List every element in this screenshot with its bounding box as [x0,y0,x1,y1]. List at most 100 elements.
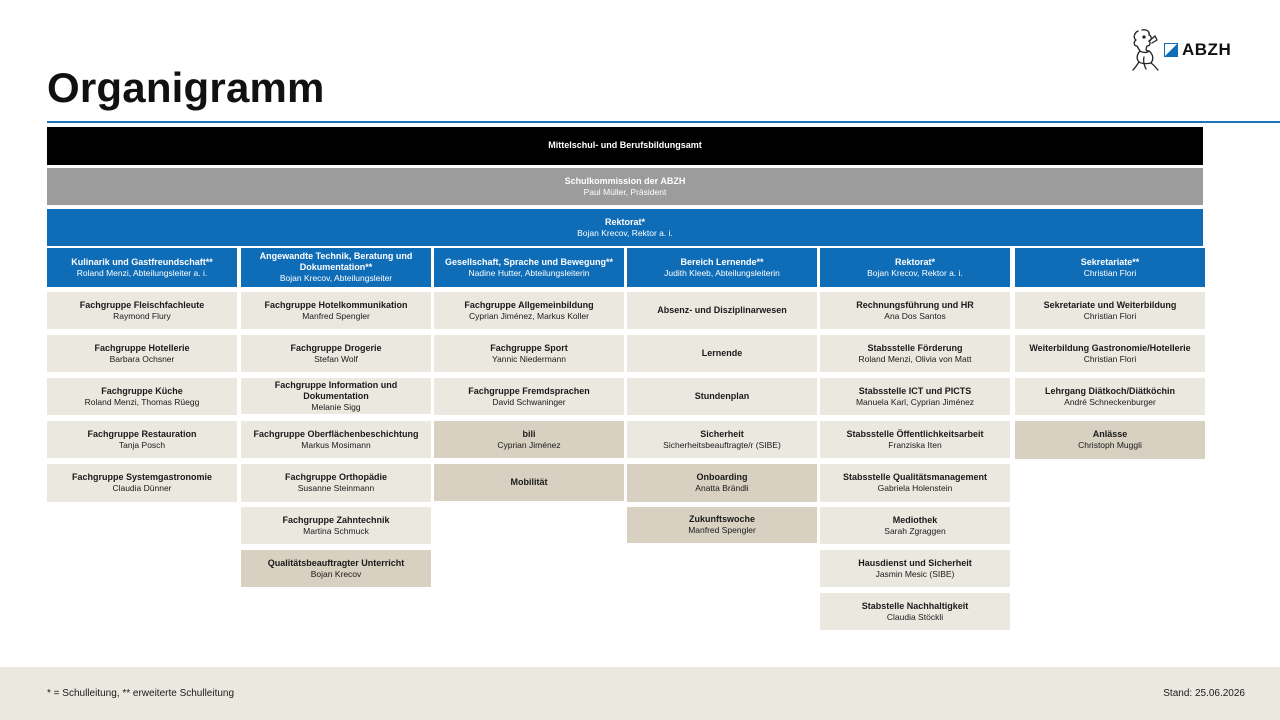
box-subtitle: Martina Schmuck [303,525,369,536]
box-subtitle: Susanne Steinmann [297,483,375,494]
box-title: Fachgruppe Zahntechnik [282,514,390,525]
org-unit-box: Lernende [627,335,817,372]
org-unit-box: Fachgruppe Information und Dokumentation… [241,378,431,414]
box-subtitle: Claudia Stöckli [886,611,944,622]
box-subtitle: Roland Menzi, Olivia von Matt [858,353,972,364]
box-subtitle: Christian Flori [1083,267,1137,278]
logo-text: ABZH [1182,40,1232,59]
footer: * = Schulleitung, ** erweiterte Schullei… [0,667,1280,720]
box-subtitle: Stefan Wolf [314,353,358,364]
box-subtitle: Barbara Ochsner [109,353,175,364]
box-subtitle: Cyprian Jiménez, Markus Koller [469,310,589,321]
box-title: Hausdienst und Sicherheit [858,557,972,568]
box-subtitle: Yannic Niedermann [491,353,567,364]
box-subtitle: Roland Menzi, Abteilungsleiter a. i. [76,267,208,278]
box-subtitle: Cyprian Jiménez [497,439,561,450]
box-title: Stabsstelle Öffentlichkeitsarbeit [846,428,984,439]
band-title: Schulkommission der ABZH [564,175,686,186]
box-title: Stabsstelle ICT und PICTS [858,385,972,396]
box-subtitle: Manfred Spengler [302,310,370,321]
box-title: Anlässe [1092,429,1128,440]
abzh-logo: ABZH [1128,26,1240,74]
box-title: Fachgruppe Systemgastronomie [71,472,213,483]
box-title: Lehrgang Diätkoch/Diätköchin [1044,385,1176,396]
box-title: Fachgruppe Küche [101,385,183,396]
box-title: Stabstelle Nachhaltigkeit [861,600,969,611]
department-header: Gesellschaft, Sprache und Bewegung**Nadi… [434,248,624,287]
box-title: Mobilität [510,477,548,488]
box-title: Lernende [701,348,743,359]
box-title: Gesellschaft, Sprache und Bewegung** [444,256,614,267]
box-subtitle: Nadine Hutter, Abteilungsleiterin [468,267,590,278]
box-title: Sicherheit [700,428,744,439]
box-title: Fachgruppe Allgemeinbildung [464,299,594,310]
box-title: Fachgruppe Fremdsprachen [468,385,590,396]
box-subtitle: Bojan Krecov [310,568,362,579]
title-divider [47,121,1280,123]
department-header: Sekretariate**Christian Flori [1015,248,1205,287]
box-title: Absenz- und Disziplinarwesen [657,305,787,316]
band-subtitle: Paul Müller, Präsident [583,186,667,197]
box-subtitle: Raymond Flury [113,310,171,321]
box-subtitle: Christian Flori [1083,310,1137,321]
box-subtitle: Jasmin Mesic (SIBE) [875,568,955,579]
box-title: Sekretariate** [1080,256,1140,267]
band-title: Rektorat* [604,216,645,227]
box-subtitle: Roland Menzi, Thomas Rüegg [84,396,200,407]
box-title: Fachgruppe Restauration [87,428,197,439]
box-title: Stabsstelle Förderung [867,342,963,353]
box-subtitle: Manfred Spengler [688,525,756,536]
box-subtitle: Sicherheitsbeauftragte/r (SIBE) [663,439,781,450]
department-header: Kulinarik und Gastfreundschaft**Roland M… [47,248,237,287]
department-header: Angewandte Technik, Beratung und Dokumen… [241,248,431,287]
box-title: Angewandte Technik, Beratung und Dokumen… [259,251,413,273]
box-subtitle: David Schwaninger [492,396,566,407]
box-subtitle: Claudia Dünner [112,483,172,494]
box-title: Stabsstelle Qualitätsmanagement [842,472,988,483]
band-subtitle: Bojan Krecov, Rektor a. i. [577,227,673,238]
box-title: Mediothek [892,514,938,525]
box-title: Onboarding [696,472,748,483]
box-subtitle: Franziska Iten [888,439,942,450]
box-subtitle: Judith Kleeb, Abteilungsleiterin [664,267,780,278]
band-mittelschulamt: Mittelschul- und Berufsbildungsamt [47,127,1203,165]
box-title: Fachgruppe Fleischfachleute [79,299,205,310]
box-title: Sekretariate und Weiterbildung [1043,299,1177,310]
box-subtitle: Markus Mosimann [301,439,371,450]
box-title: Weiterbildung Gastronomie/Hotellerie [1029,342,1191,353]
box-title: Rektorat* [894,256,935,267]
box-subtitle: Christoph Muggli [1078,440,1142,451]
box-title: Fachgruppe Information und Dokumentation [274,379,398,401]
box-title: Fachgruppe Drogerie [290,342,382,353]
box-subtitle: Ana Dos Santos [884,310,946,321]
band-rektorat: Rektorat* Bojan Krecov, Rektor a. i. [47,209,1203,246]
box-subtitle: Anatta Brändli [695,483,749,494]
box-title: Rechnungsführung und HR [856,299,974,310]
page-title: Organigramm [47,64,325,111]
footer-legend: * = Schulleitung, ** erweiterte Schullei… [47,688,235,699]
